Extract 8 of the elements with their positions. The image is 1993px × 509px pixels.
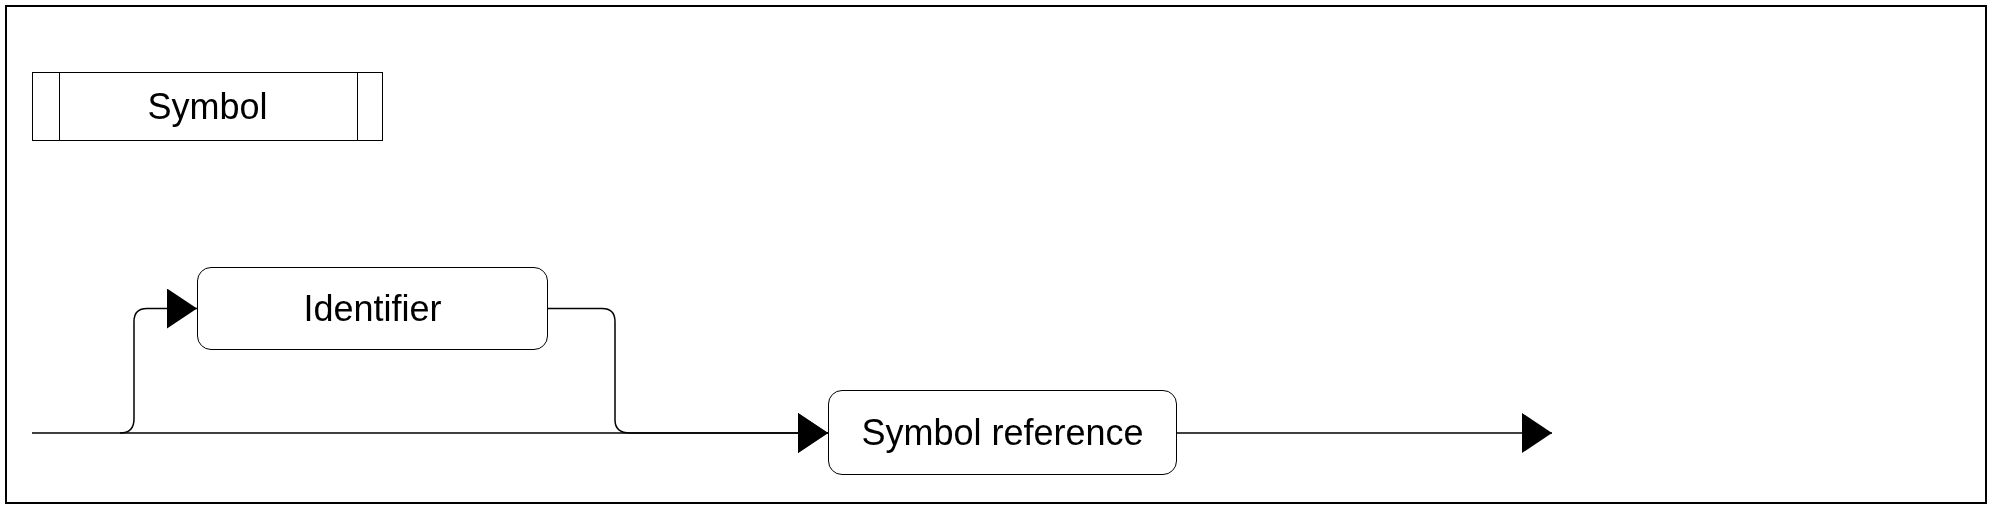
terminal-box <box>828 390 1177 475</box>
box-label: Symbol <box>147 88 268 125</box>
arrow <box>1176 413 1553 453</box>
box-label: Symbol reference <box>861 414 1144 451</box>
header-box <box>32 72 383 141</box>
terminal-box <box>197 267 548 350</box>
box-label: Identifier <box>303 290 442 327</box>
arrow <box>31 413 829 453</box>
